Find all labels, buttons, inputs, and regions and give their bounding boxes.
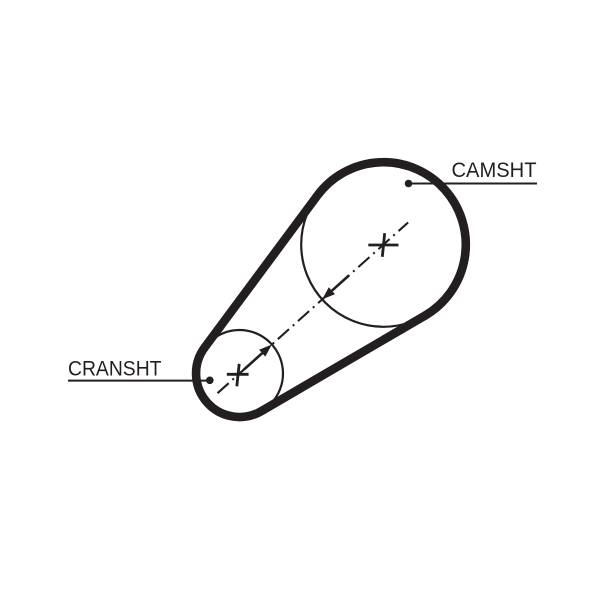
- camshaft-leader: [404, 179, 537, 188]
- arrow-toward-camshaft-shaft: [243, 352, 264, 371]
- camshaft-leader-dot: [404, 179, 413, 188]
- camshaft-cross-vertical: [380, 233, 387, 257]
- crankshaft-center-mark: [226, 363, 249, 387]
- camshaft-center-mark: [368, 233, 399, 257]
- timing-belt: [191, 157, 471, 422]
- arrow-toward-crankshaft-shaft: [331, 274, 350, 292]
- camshaft-label: CAMSHT: [452, 159, 537, 182]
- arrow-toward-camshaft: [243, 344, 272, 371]
- arrow-toward-crankshaft-head-icon: [322, 287, 335, 300]
- crankshaft-label: CRANSHT: [68, 358, 162, 381]
- arrow-toward-camshaft-head-icon: [259, 344, 272, 357]
- crankshaft-cross-vertical: [235, 363, 241, 387]
- arrow-toward-crankshaft: [322, 274, 350, 300]
- crankshaft-leader-dot: [206, 376, 214, 385]
- crankshaft-leader: [68, 376, 214, 385]
